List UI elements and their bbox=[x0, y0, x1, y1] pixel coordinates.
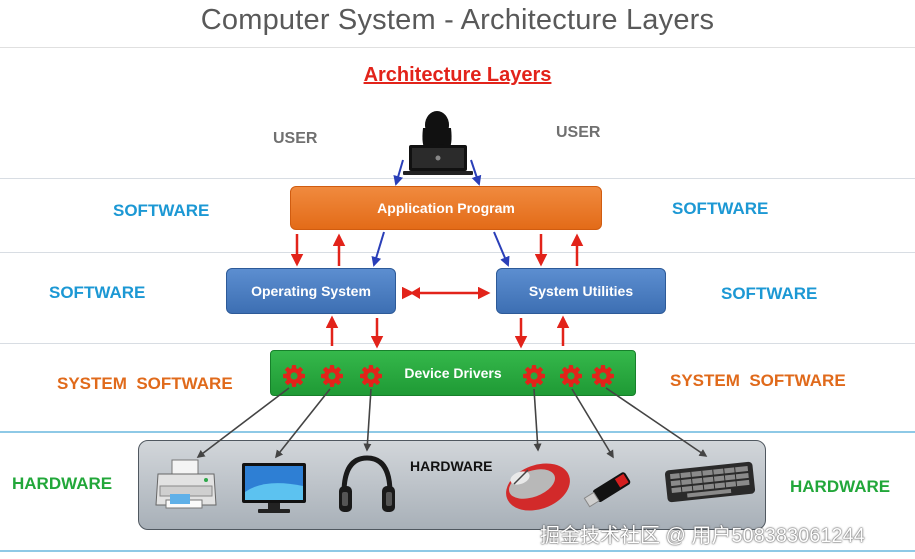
arrow-driver-to-monitor bbox=[275, 388, 331, 459]
layer-divider-software bbox=[0, 252, 915, 253]
label-software-left-2: SOFTWARE bbox=[49, 283, 146, 302]
gear-icon bbox=[283, 365, 305, 387]
operating-system-box: Operating System bbox=[226, 268, 396, 314]
arrow-user-to-app-right bbox=[470, 159, 482, 186]
user-icon bbox=[403, 111, 473, 175]
layer-divider-hardware bbox=[0, 431, 915, 433]
printer-icon bbox=[155, 459, 217, 509]
arrow-driver-to-keyboard bbox=[605, 387, 708, 457]
layer-divider-bottom bbox=[0, 550, 915, 552]
arrow-app-to-os-blue bbox=[371, 231, 385, 267]
page-title: Computer System - Architecture Layers bbox=[200, 4, 715, 36]
arrow-driver-to-headphones bbox=[363, 388, 372, 452]
diagram-subtitle: Architecture Layers bbox=[363, 64, 552, 86]
arrow-user-to-app-left bbox=[393, 159, 404, 186]
label-software-right-2: SOFTWARE bbox=[721, 284, 818, 303]
usb-drive-icon bbox=[583, 472, 631, 508]
application-program-box: Application Program bbox=[290, 186, 602, 230]
label-user-left: USER bbox=[273, 130, 318, 147]
label-software-right-1: SOFTWARE bbox=[672, 199, 769, 218]
gear-icon bbox=[321, 365, 343, 387]
system-utilities-box: System Utilities bbox=[496, 268, 666, 314]
gear-icon bbox=[592, 365, 614, 387]
arrow-driver-to-mouse bbox=[533, 388, 542, 452]
arrow-driver-to-printer bbox=[196, 387, 290, 458]
label-system-software-left: SYSTEM SOFTWARE bbox=[57, 374, 233, 393]
watermark: 掘金技术社区 @ 用户508383061244 bbox=[540, 525, 865, 547]
headphones-icon bbox=[339, 455, 395, 512]
gear-icon bbox=[360, 365, 382, 387]
label-system-software-right: SYSTEM SOFTWARE bbox=[670, 371, 846, 390]
gear-icon bbox=[560, 365, 582, 387]
layer-divider-system bbox=[0, 343, 915, 344]
hardware-title: HARDWARE bbox=[410, 458, 493, 474]
mouse-icon bbox=[506, 463, 570, 511]
layer-divider-user bbox=[0, 178, 915, 179]
label-hardware-left: HARDWARE bbox=[12, 474, 113, 493]
arrow-driver-to-usb bbox=[571, 388, 614, 459]
gear-icon bbox=[523, 365, 545, 387]
label-user-right: USER bbox=[556, 124, 601, 141]
label-software-left-1: SOFTWARE bbox=[113, 201, 210, 220]
arrow-app-to-utilities-blue bbox=[493, 231, 510, 267]
title-divider bbox=[0, 47, 915, 48]
monitor-icon bbox=[242, 463, 306, 513]
keyboard-icon bbox=[664, 461, 756, 503]
label-hardware-right: HARDWARE bbox=[790, 477, 891, 496]
